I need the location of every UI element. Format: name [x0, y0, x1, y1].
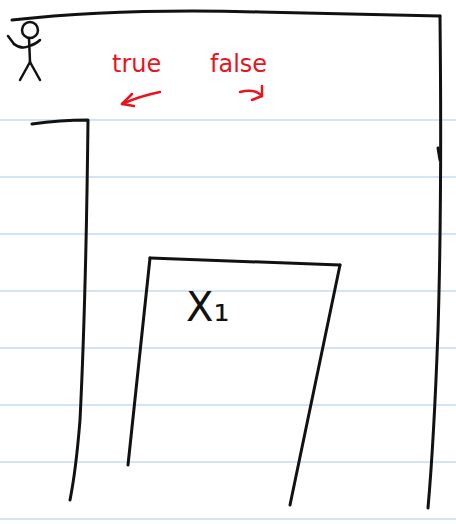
box-outline — [128, 255, 343, 510]
stick-figure — [8, 22, 40, 80]
variable-name: X₁ — [186, 287, 229, 327]
false-arrowhead — [252, 86, 262, 100]
right-wall — [428, 16, 441, 508]
true-arrowhead — [122, 94, 134, 106]
branch-label: true — [112, 52, 161, 76]
box-wall — [128, 258, 150, 465]
maze-walls — [12, 11, 441, 508]
direction-arrows — [122, 86, 262, 106]
false-arrow — [240, 91, 262, 96]
left-wall — [32, 120, 88, 500]
inner-wall-box: X₁ — [128, 255, 343, 510]
tick-mark — [438, 148, 440, 160]
box-wall — [290, 265, 340, 505]
top-wall — [12, 11, 440, 20]
branch-label: false — [210, 52, 267, 76]
ruled-lines — [0, 120, 456, 519]
box-wall — [150, 258, 340, 265]
